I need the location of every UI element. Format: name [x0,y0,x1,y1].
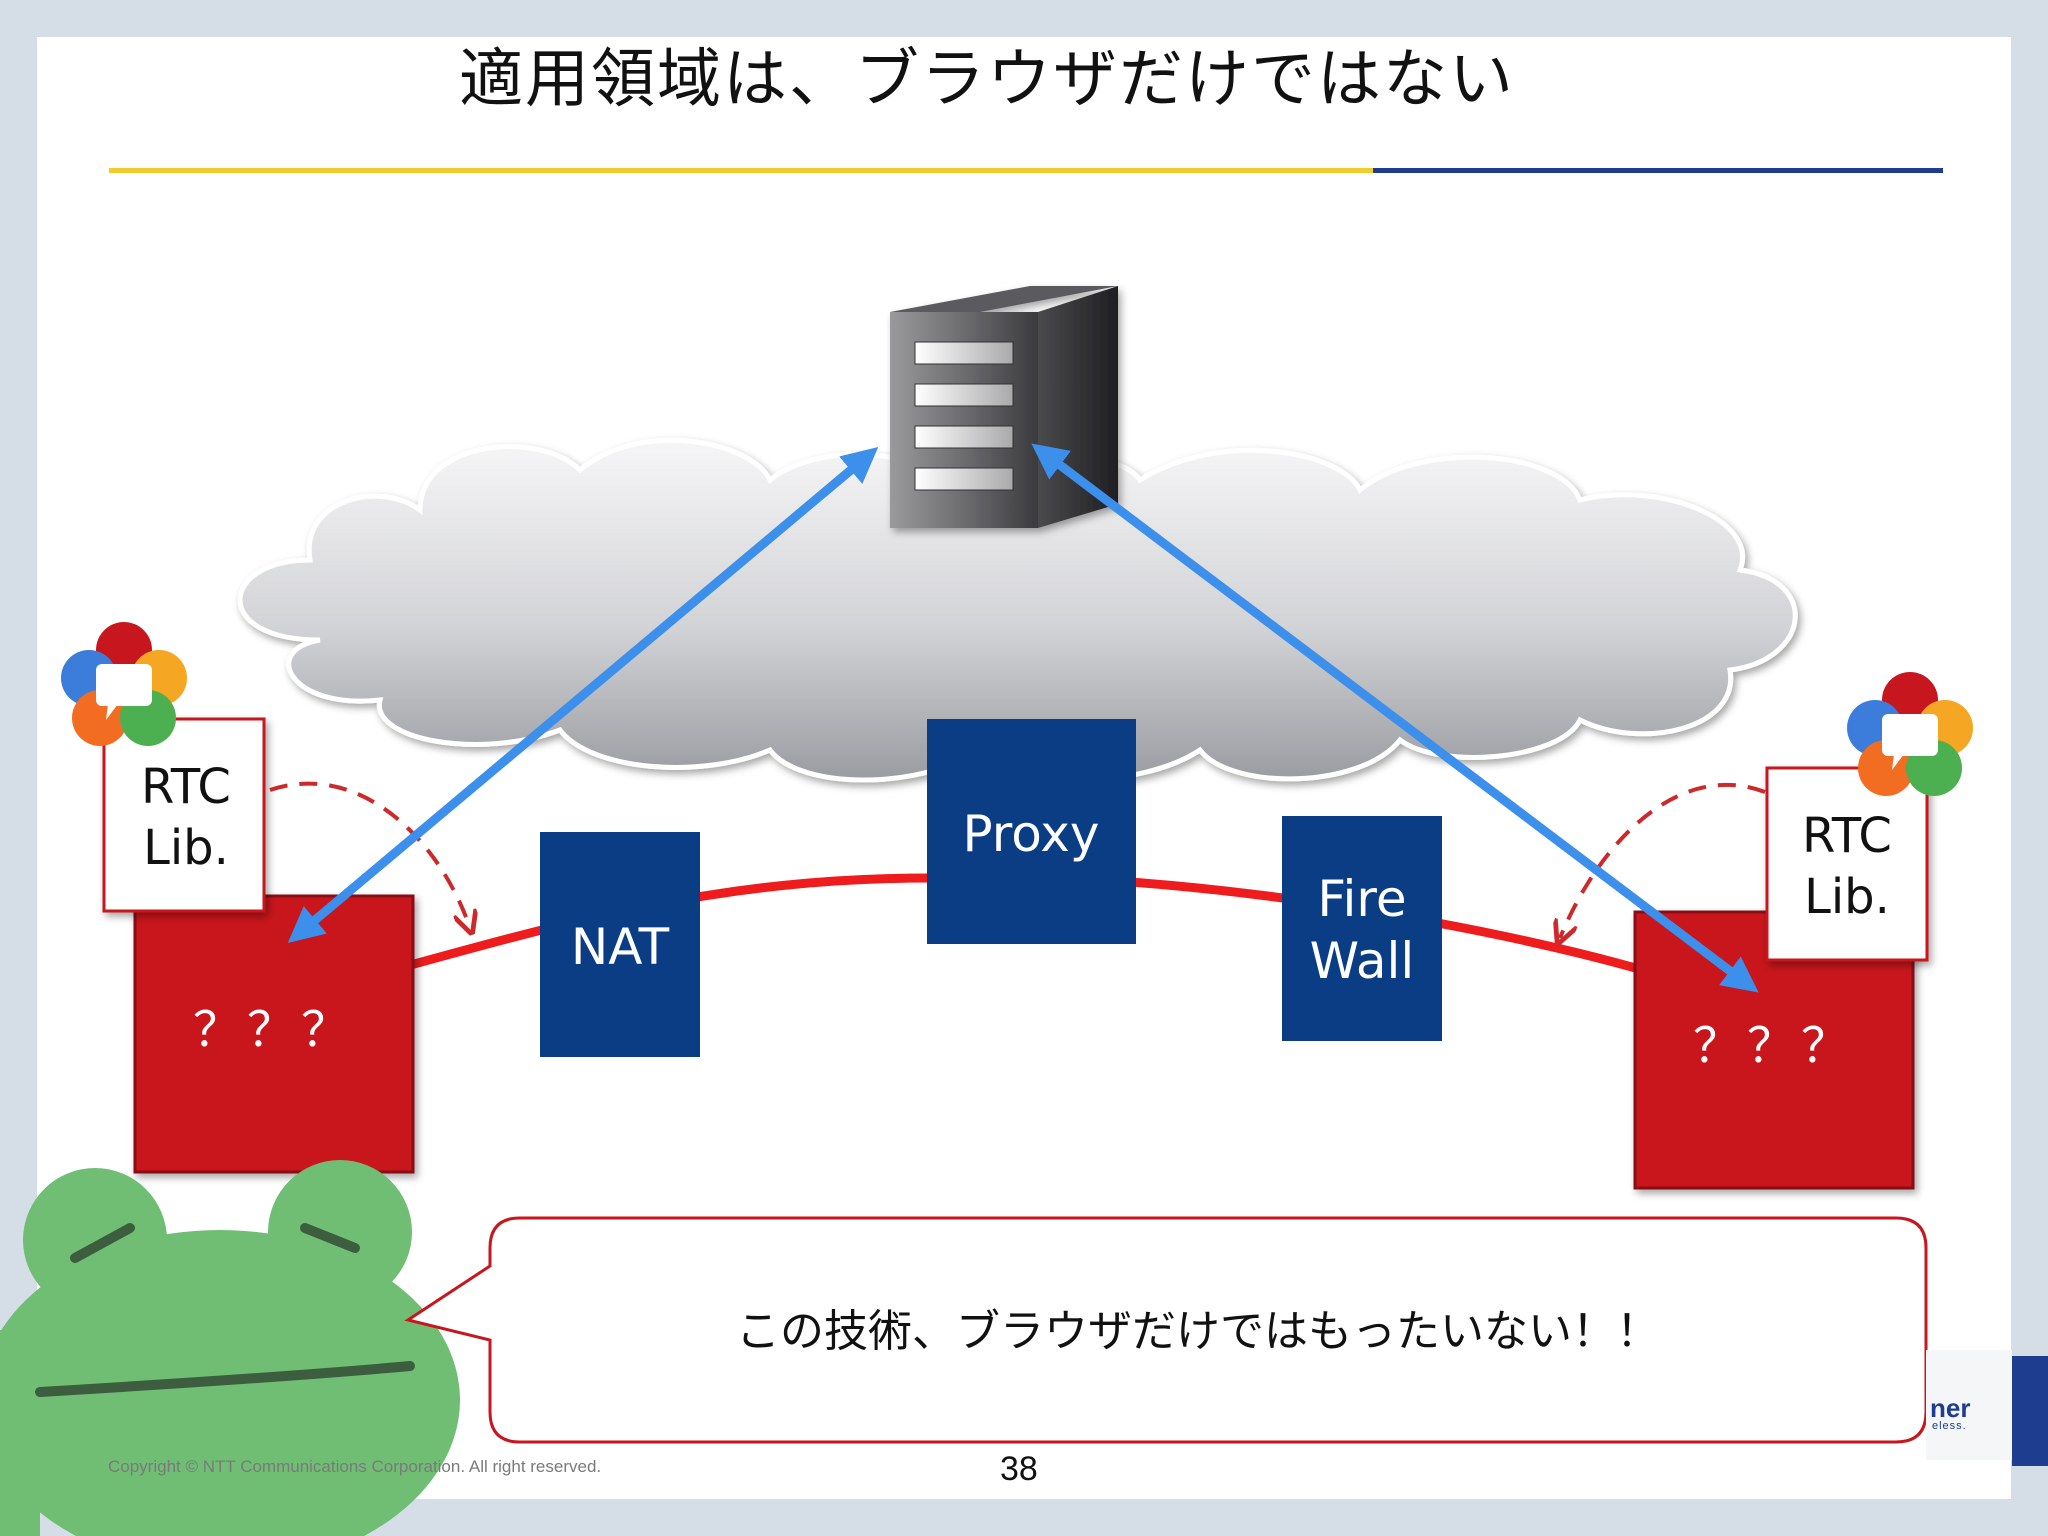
proxy-label: Proxy [963,805,1100,863]
partner-logo-subtext: eless. [1932,1420,1967,1432]
webrtc-logo-icon-right [1847,672,1973,796]
page-number: 38 [1000,1450,1038,1488]
callout-text: この技術、ブラウザだけではもったいない！！ [736,1306,1660,1357]
logo-bar [2012,1356,2048,1466]
left-device-label: ？？？ [193,1002,355,1058]
firewall-box: Fire Wall [1282,816,1442,1041]
logo-panel [1926,1350,2012,1460]
title-rule-yellow [109,168,1373,173]
frog-mascot [0,1160,460,1536]
firewall-label-line2: Wall [1310,932,1415,990]
proxy-box: Proxy [927,719,1136,944]
right-rtc-label-line2: Lib. [1804,869,1890,925]
page-title: 適用領域は、ブラウザだけではない [459,43,1515,117]
right-rtc-label-line1: RTC [1802,808,1892,864]
right-blue-arrow [1031,443,1759,993]
partner-logo-text: ner [1930,1393,1971,1423]
left-rtc-lib-box: RTC Lib. [102,717,266,913]
copyright-text: Copyright © NTT Communications Corporati… [108,1457,602,1476]
left-rtc-label-line1: RTC [141,759,231,815]
right-device-label: ？？？ [1693,1018,1855,1074]
speech-bubble: この技術、ブラウザだけではもったいない！！ [404,1216,1928,1444]
title-rule-blue [1373,168,1943,173]
nat-box: NAT [540,832,700,1057]
left-blue-arrow [287,447,879,943]
right-rtc-lib-box: RTC Lib. [1765,766,1929,962]
server-icon [890,286,1118,528]
left-rtc-label-line2: Lib. [143,820,229,876]
webrtc-logo-icon [61,622,187,746]
left-device: ？？？ [133,894,415,1174]
firewall-label-line1: Fire [1317,870,1406,928]
nat-label: NAT [571,918,670,976]
